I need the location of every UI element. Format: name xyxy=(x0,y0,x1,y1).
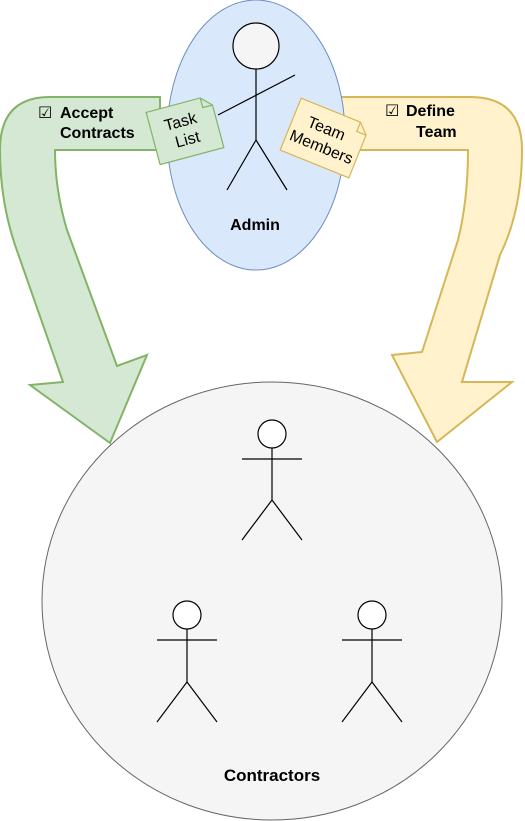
task-list-note: Task List xyxy=(145,97,225,166)
accept-contracts-label: ☑ Accept Contracts xyxy=(38,105,135,142)
admin-person-icon xyxy=(217,22,296,191)
contractor-person-icon xyxy=(341,600,403,723)
define-team-label: ☑ Define Team xyxy=(385,103,459,141)
task-list-text: Task List xyxy=(163,109,208,153)
admin-group: Admin xyxy=(166,0,346,271)
define-team-line2: Team xyxy=(416,124,457,141)
accept-contracts-checkbox-icon: ☑ xyxy=(38,105,52,122)
accept-contracts-arrow-shape xyxy=(0,96,161,445)
define-team-checkbox-icon: ☑ xyxy=(385,103,399,120)
accept-contracts-arrow: ☑ Accept Contracts xyxy=(0,96,161,445)
task-list-line2: List xyxy=(173,129,202,152)
team-members-note: Team Members xyxy=(279,97,367,179)
task-list-note-icon xyxy=(145,97,225,166)
contractors-group: Contractors xyxy=(41,381,503,821)
contractors-circle xyxy=(41,381,503,821)
admin-label: Admin xyxy=(230,217,280,234)
contractors-label: Contractors xyxy=(224,766,320,785)
define-team-line1: Define xyxy=(406,103,455,120)
contractor-person-icon xyxy=(156,600,218,723)
accept-contracts-line2: Contracts xyxy=(60,125,135,142)
accept-contracts-line1: Accept xyxy=(60,105,114,122)
contractor-person-icon xyxy=(241,419,303,541)
define-team-arrow-shape xyxy=(339,96,524,444)
define-team-arrow: ☑ Define Team xyxy=(339,96,524,444)
team-members-note-icon xyxy=(279,97,367,179)
